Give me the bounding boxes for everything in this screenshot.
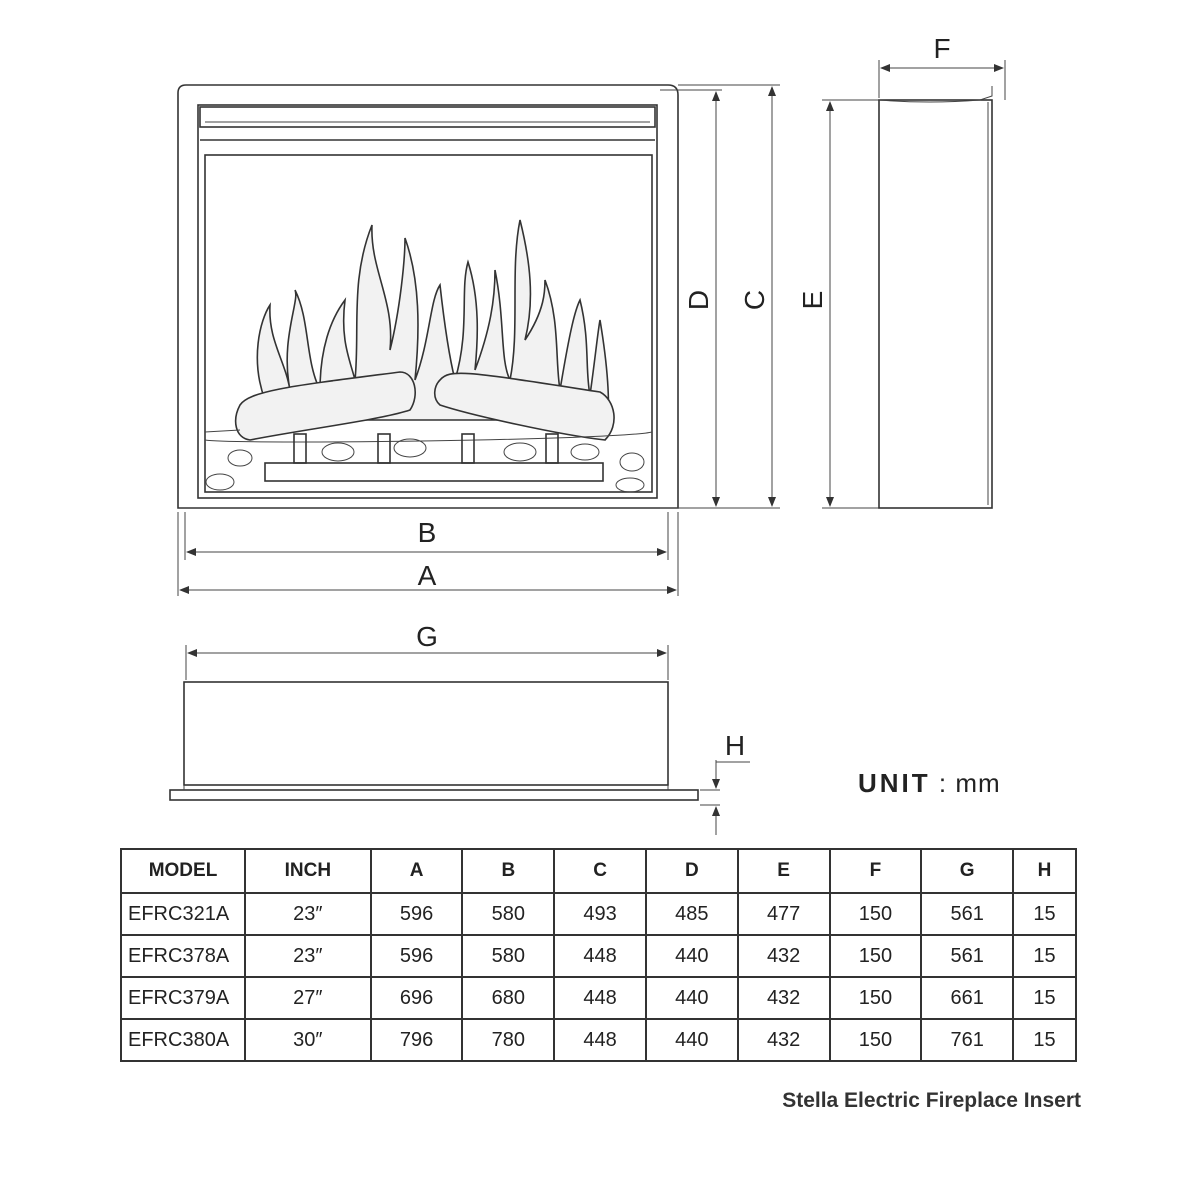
table-cell: 448 xyxy=(553,1018,647,1062)
table-cell: EFRC380A xyxy=(120,1018,246,1062)
table-cell: 30″ xyxy=(244,1018,372,1062)
table-cell: 15 xyxy=(1012,976,1077,1020)
table-cell: EFRC378A xyxy=(120,934,246,978)
table-cell: 696 xyxy=(369,976,464,1020)
table-cell: 432 xyxy=(736,976,831,1020)
table-cell: 561 xyxy=(920,934,1015,978)
table-cell: 15 xyxy=(1012,892,1077,936)
grate xyxy=(264,462,604,482)
label-b: B xyxy=(418,517,437,548)
table-cell: 485 xyxy=(644,892,739,936)
label-f: F xyxy=(933,33,950,64)
unit-label: UNIT : mm xyxy=(858,768,1001,799)
table-cell: 561 xyxy=(920,892,1015,936)
table-cell: 432 xyxy=(736,934,831,978)
label-e: E xyxy=(797,291,828,310)
label-d: D xyxy=(683,290,714,310)
unit-value: mm xyxy=(955,768,1001,798)
table-cell: 661 xyxy=(920,976,1015,1020)
front-view xyxy=(177,84,679,509)
table-cell: 440 xyxy=(644,934,739,978)
column-header: D xyxy=(644,848,739,894)
table-cell: EFRC379A xyxy=(120,976,246,1020)
column-header: B xyxy=(461,848,556,894)
column-header: C xyxy=(553,848,647,894)
table-cell: 440 xyxy=(644,1018,739,1062)
column-header: MODEL xyxy=(120,848,246,894)
label-c: C xyxy=(739,290,770,310)
table-cell: EFRC321A xyxy=(120,892,246,936)
table-cell: 23″ xyxy=(244,934,372,978)
column-header: F xyxy=(828,848,923,894)
table-cell: 150 xyxy=(828,934,923,978)
table-cell: 448 xyxy=(553,934,647,978)
table-cell: 150 xyxy=(828,1018,923,1062)
table-cell: 27″ xyxy=(244,976,372,1020)
table-cell: 493 xyxy=(553,892,647,936)
table-cell: 448 xyxy=(553,976,647,1020)
stones xyxy=(204,429,653,493)
unit-separator: : xyxy=(938,768,948,798)
table-cell: 580 xyxy=(461,892,556,936)
column-header: G xyxy=(920,848,1015,894)
table-cell: 596 xyxy=(369,892,464,936)
label-h: H xyxy=(725,730,745,761)
unit-title: UNIT xyxy=(858,768,931,798)
table-cell: 580 xyxy=(461,934,556,978)
dimension-lines xyxy=(177,60,1006,835)
table-cell: 150 xyxy=(828,976,923,1020)
table-cell: 15 xyxy=(1012,934,1077,978)
label-g: G xyxy=(416,621,438,652)
side-view xyxy=(878,86,993,509)
column-header: INCH xyxy=(244,848,372,894)
column-header: E xyxy=(736,848,831,894)
column-header: H xyxy=(1012,848,1077,894)
top-view xyxy=(169,681,699,801)
product-caption: Stella Electric Fireplace Insert xyxy=(782,1089,1081,1112)
table-cell: 761 xyxy=(920,1018,1015,1062)
table-cell: 23″ xyxy=(244,892,372,936)
table-cell: 796 xyxy=(369,1018,464,1062)
logs xyxy=(234,371,615,441)
table-cell: 780 xyxy=(461,1018,556,1062)
table-cell: 477 xyxy=(736,892,831,936)
column-header: A xyxy=(369,848,464,894)
table-cell: 680 xyxy=(461,976,556,1020)
table-cell: 150 xyxy=(828,892,923,936)
table-cell: 440 xyxy=(644,976,739,1020)
table-cell: 432 xyxy=(736,1018,831,1062)
table-cell: 596 xyxy=(369,934,464,978)
label-a: A xyxy=(418,560,437,591)
table-cell: 15 xyxy=(1012,1018,1077,1062)
